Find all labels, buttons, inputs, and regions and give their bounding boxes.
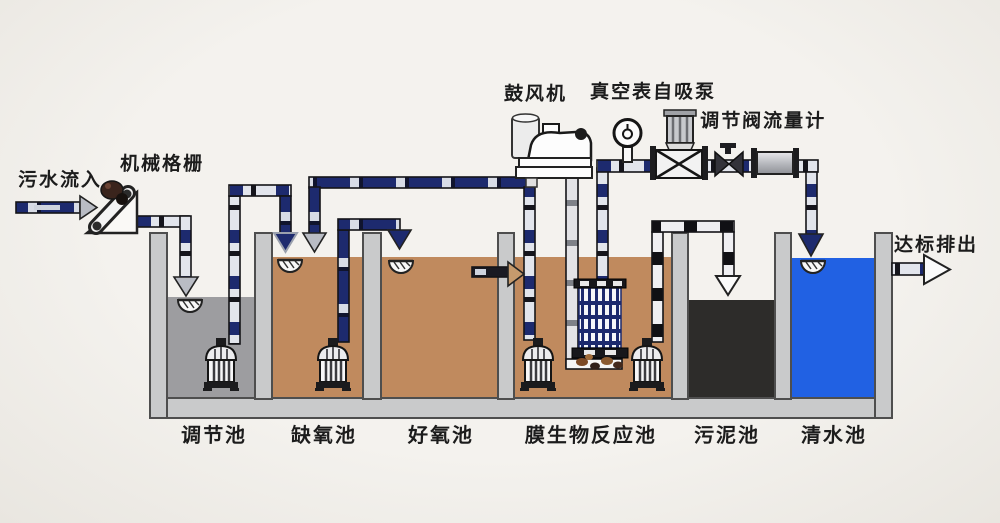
anoxic-inlet-arrow	[272, 232, 299, 254]
outer-wall-right	[874, 232, 893, 419]
mbr-inlet-arrow	[507, 260, 526, 288]
aerobic-tank-water	[381, 257, 498, 398]
divider-wall-2	[362, 232, 382, 400]
inflow-label: 污水流入	[17, 170, 103, 191]
aerobic-inlet-arrow	[386, 229, 413, 251]
regulation-tank-label: 调节池	[180, 425, 248, 447]
sludge-tank-water	[688, 300, 775, 398]
membrane-suction-pipe	[596, 167, 609, 283]
outer-wall-left	[149, 232, 168, 419]
blower	[511, 113, 593, 188]
mbr-tank-label: 膜生物反应池	[524, 425, 658, 447]
blower-label: 鼓风机	[503, 84, 568, 105]
sludge-tank-label: 污泥池	[693, 425, 761, 447]
vacuum-gauge	[612, 118, 643, 163]
clearwater-tank-water	[791, 258, 875, 398]
self-priming-pump	[650, 109, 708, 180]
regulation-inlet-arrow	[172, 276, 200, 298]
divider-wall-5	[774, 232, 792, 400]
anoxic-tank-label: 缺氧池	[290, 425, 358, 447]
flow-meter	[751, 148, 799, 178]
regulation-pump-riser	[228, 195, 241, 345]
tank-fills	[167, 257, 875, 398]
blower-platform	[515, 166, 593, 179]
discharge-arrow	[923, 253, 953, 286]
air-pipe	[565, 174, 579, 368]
inflow-arrow	[79, 194, 99, 221]
membrane-module	[571, 278, 629, 370]
clearwater-inlet-arrow	[797, 233, 825, 258]
clearwater-tank-label: 清水池	[800, 425, 868, 447]
recirculation-arrow	[301, 232, 328, 254]
regulating-valve	[714, 143, 744, 178]
anoxic-pump-riser	[337, 229, 350, 343]
aerobic-tank-label: 好氧池	[407, 425, 475, 447]
discharge-pipe	[891, 262, 925, 276]
sludge-pump-riser	[651, 231, 664, 343]
recirculation-riser	[523, 186, 536, 341]
sludge-inlet-arrow	[714, 275, 742, 297]
basin-floor	[149, 397, 893, 419]
divider-wall-1	[254, 232, 273, 400]
aeration-bubbles	[576, 354, 623, 370]
screen-label: 机械格栅	[119, 154, 205, 175]
outflow-label: 达标排出	[893, 235, 979, 256]
divider-wall-4	[671, 232, 689, 400]
vacuum-pump-label: 真空表自吸泵	[589, 82, 717, 103]
valve-flowmeter-label: 调节阀流量计	[699, 111, 827, 132]
recirculation-pipe	[308, 176, 532, 189]
concrete-basin	[149, 232, 893, 419]
mechanical-screen	[83, 180, 139, 235]
divider-wall-3	[497, 232, 515, 400]
